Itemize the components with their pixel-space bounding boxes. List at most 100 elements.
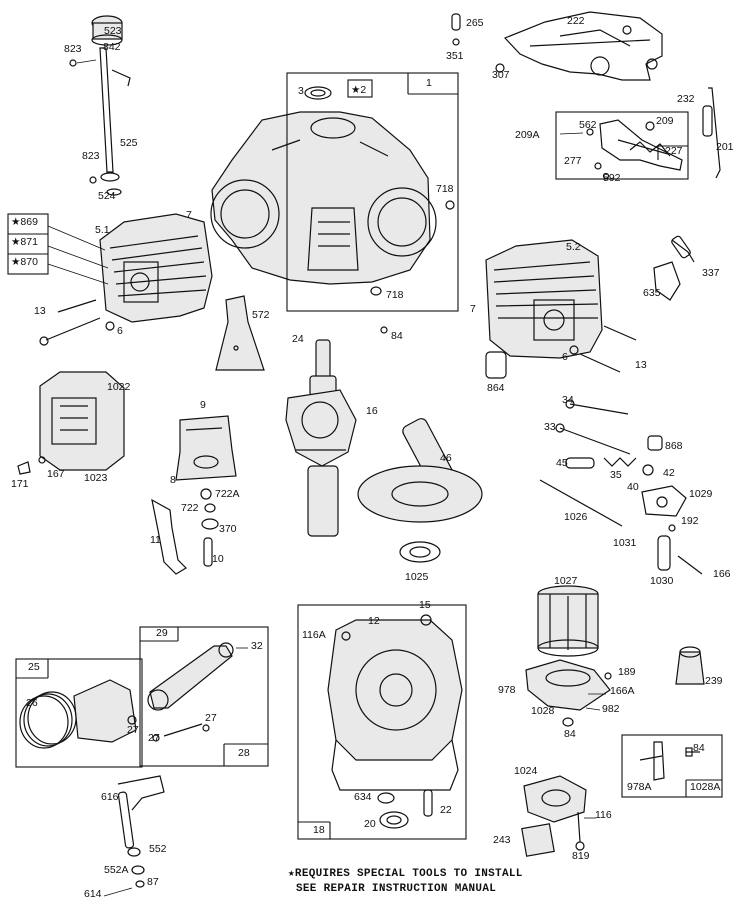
label-869: ★869 (11, 216, 38, 228)
label-84a: 84 (391, 330, 403, 342)
label-868: 868 (665, 440, 683, 452)
label-562: 562 (579, 119, 597, 131)
label-2: ★2 (351, 84, 366, 96)
label-552A: 552A (104, 864, 129, 876)
piston-assembly (19, 679, 137, 749)
governor-bracket (451, 11, 721, 179)
label-166: 166 (713, 568, 731, 580)
label-15: 15 (419, 599, 431, 611)
label-28: 28 (238, 747, 250, 759)
label-22: 22 (440, 804, 452, 816)
label-1030: 1030 (650, 575, 674, 587)
part-drawings (17, 11, 722, 897)
label-7a: 7 (186, 209, 192, 221)
cylinder-block (210, 86, 455, 296)
label-227: 227 (665, 145, 683, 157)
callout-boxes (7, 72, 723, 840)
label-616: 616 (101, 791, 119, 803)
label-189: 189 (618, 666, 636, 678)
label-1: 1 (426, 77, 432, 89)
label-116A: 116A (302, 629, 326, 641)
label-1025: 1025 (405, 571, 429, 583)
box-2 (347, 79, 373, 98)
label-5_2: 5.2 (566, 241, 581, 253)
label-978: 978 (498, 684, 516, 696)
label-209A: 209A (515, 129, 540, 141)
label-1027: 1027 (554, 575, 578, 587)
valve-train (539, 399, 703, 575)
label-42: 42 (663, 467, 675, 479)
label-40: 40 (627, 481, 639, 493)
cylinder-head-right (485, 235, 695, 379)
label-635: 635 (643, 287, 661, 299)
label-864: 864 (487, 382, 505, 394)
label-167: 167 (47, 468, 65, 480)
label-20: 20 (364, 818, 376, 830)
oil-filter (525, 585, 705, 727)
label-552: 552 (149, 843, 167, 855)
box-1 (286, 72, 459, 312)
box-18 (297, 604, 467, 840)
label-9: 9 (200, 399, 206, 411)
label-1024: 1024 (514, 765, 538, 777)
label-13b: 13 (635, 359, 647, 371)
label-1028: 1028 (531, 705, 555, 717)
sump-cover (327, 614, 463, 829)
label-307: 307 (492, 69, 510, 81)
label-7b: 7 (470, 303, 476, 315)
label-718b: 718 (386, 289, 404, 301)
label-243: 243 (493, 834, 511, 846)
label-870: ★870 (11, 256, 38, 268)
label-34: 34 (562, 394, 574, 406)
label-46: 46 (440, 452, 452, 464)
box-25 (15, 658, 143, 768)
label-5_1: 5.1 (95, 224, 110, 236)
label-33: 33 (544, 421, 556, 433)
label-1026: 1026 (564, 511, 588, 523)
label-823a: 823 (64, 43, 82, 55)
label-523: 523 (104, 25, 122, 37)
label-201: 201 (716, 141, 734, 153)
label-614: 614 (84, 888, 102, 900)
label-27a: 27 (127, 724, 139, 736)
box-29 (139, 626, 269, 767)
label-87: 87 (147, 876, 159, 888)
label-6a: 6 (117, 325, 123, 337)
label-232: 232 (677, 93, 695, 105)
label-209: 209 (656, 115, 674, 127)
label-222: 222 (567, 15, 585, 27)
connecting-rod (147, 642, 248, 742)
label-337: 337 (702, 267, 720, 279)
label-819: 819 (572, 850, 590, 862)
label-1029: 1029 (689, 488, 713, 500)
label-25: 25 (28, 661, 40, 673)
label-13a: 13 (34, 305, 46, 317)
label-823b: 823 (82, 150, 100, 162)
label-370: 370 (219, 523, 237, 535)
air-guide-572 (215, 295, 265, 371)
label-27b: 27 (205, 712, 217, 724)
label-572: 572 (252, 309, 270, 321)
label-524: 524 (98, 190, 116, 202)
camshaft-gear (357, 418, 483, 563)
label-871: ★871 (11, 236, 38, 248)
label-1031: 1031 (613, 537, 637, 549)
label-351: 351 (446, 50, 464, 62)
governor-shaft-lever (103, 775, 165, 897)
label-27c: 27 (148, 732, 160, 744)
label-718a: 718 (436, 183, 454, 195)
label-3: 3 (298, 85, 304, 97)
label-1028A: 1028A (690, 781, 720, 793)
governor-housing (151, 415, 237, 575)
label-166A: 166A (610, 685, 635, 697)
label-6b: 6 (562, 351, 568, 363)
label-16: 16 (366, 405, 378, 417)
footnote-line-2: SEE REPAIR INSTRUCTION MANUAL (296, 883, 496, 895)
label-722: 722 (181, 502, 199, 514)
label-634: 634 (354, 791, 372, 803)
label-171: 171 (11, 478, 29, 490)
box-978A (621, 734, 723, 798)
label-192: 192 (681, 515, 699, 527)
